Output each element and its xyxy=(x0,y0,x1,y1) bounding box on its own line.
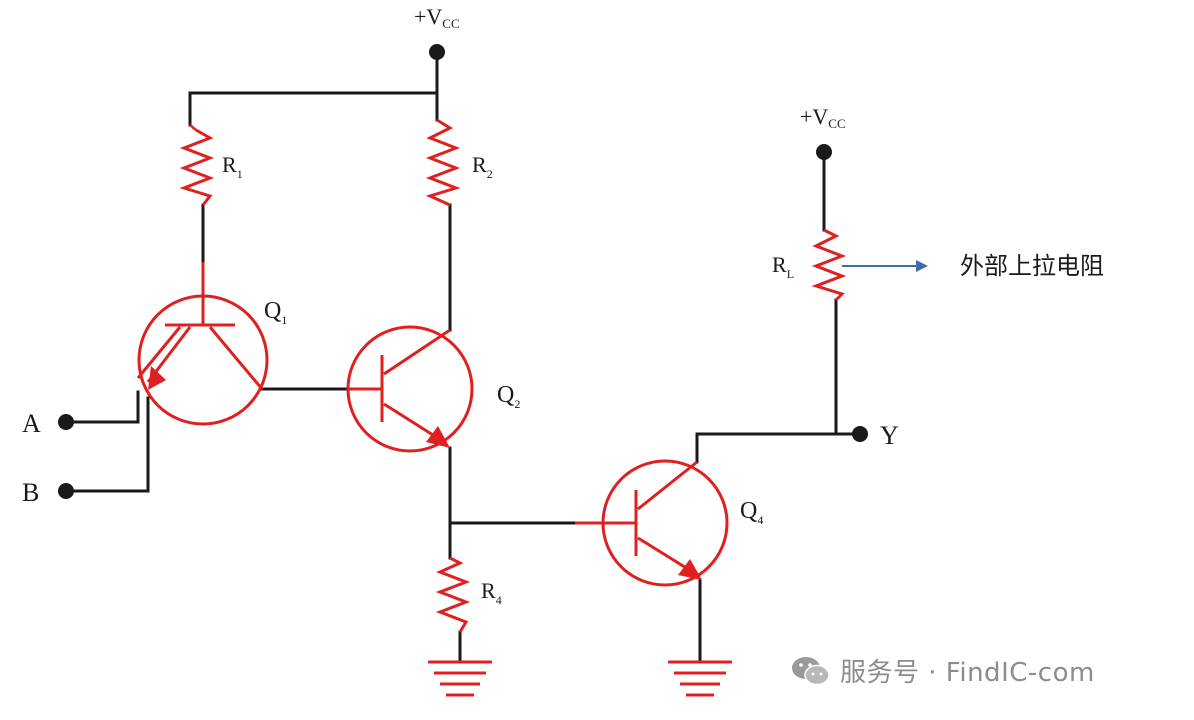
input-b-label: B xyxy=(22,478,39,507)
q2-label: Q2 xyxy=(497,382,520,411)
watermark: 服务号 · FindIC-com xyxy=(790,652,1095,689)
transistor-q2 xyxy=(346,325,474,453)
terminal-dots xyxy=(58,44,868,499)
input-a-terminal xyxy=(58,414,74,430)
ground-symbol-r4 xyxy=(428,660,492,697)
resistor-r2 xyxy=(425,118,461,207)
input-b-terminal xyxy=(58,483,74,499)
r4-label: R4 xyxy=(481,578,502,607)
pullup-annotation: 外部上拉电阻 xyxy=(960,252,1104,280)
output-y-terminal xyxy=(852,426,868,442)
wechat-icon xyxy=(792,656,830,685)
rl-label: RL xyxy=(772,252,794,281)
output-y-label: Y xyxy=(880,421,899,450)
transistor-q1 xyxy=(136,262,269,426)
watermark-text: 服务号 · FindIC-com xyxy=(840,658,1095,688)
ground-symbol-q4 xyxy=(668,660,732,697)
vcc-right-terminal xyxy=(816,144,832,160)
vcc-main-terminal xyxy=(429,44,445,60)
q1-label: Q1 xyxy=(264,298,287,327)
vcc-right-label: +VCC xyxy=(800,104,846,131)
input-a-label: A xyxy=(22,409,41,438)
resistor-r1 xyxy=(179,124,215,206)
r1-label: R1 xyxy=(222,152,243,181)
resistor-rl xyxy=(811,228,847,302)
transistor-q4 xyxy=(575,459,729,587)
vcc-main-label: +VCC xyxy=(414,4,460,31)
q4-label: Q4 xyxy=(740,498,763,527)
resistor-r4 xyxy=(435,556,471,633)
r2-label: R2 xyxy=(472,152,493,181)
wires xyxy=(64,50,860,662)
